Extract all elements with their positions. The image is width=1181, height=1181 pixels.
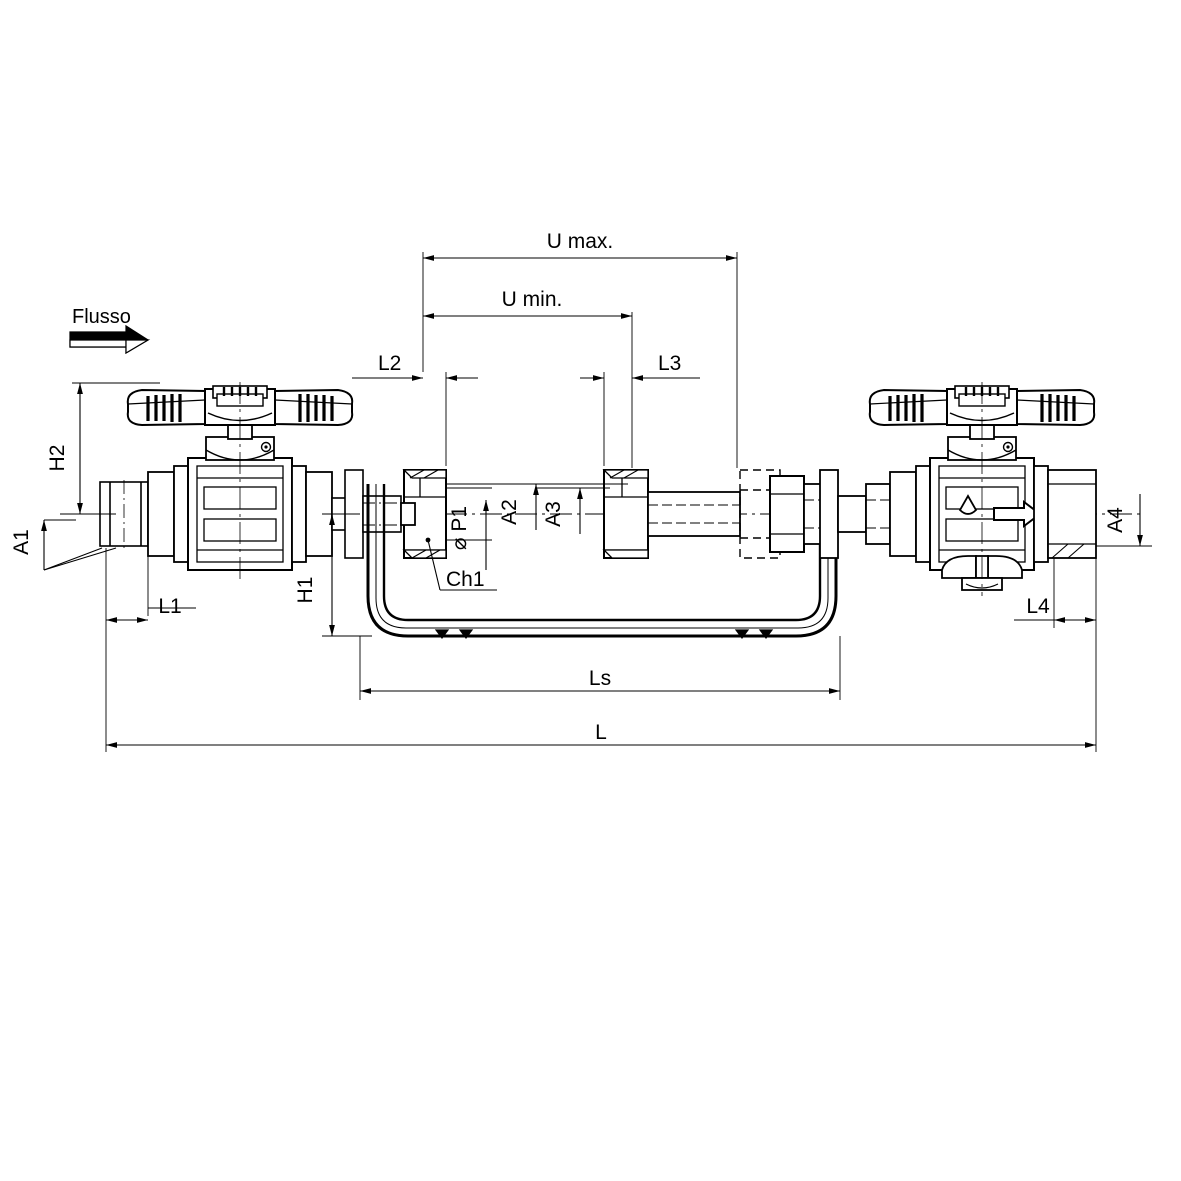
dimension-u-max-label: U max. [547, 230, 614, 253]
dimension-l1-label: L1 [158, 595, 181, 618]
flow-label: Flusso [72, 306, 131, 328]
dimension-l3-label: L3 [658, 352, 681, 375]
dimension-a1-label: A1 [10, 529, 33, 555]
dimension-l2: L2 [352, 352, 478, 466]
dimension-u-max: U max. [422, 230, 738, 468]
dimension-l: L [105, 628, 1097, 752]
dimension-a4: A4 [1096, 494, 1152, 547]
dimension-h2-label: H2 [46, 445, 69, 472]
dimension-u-min-label: U min. [502, 288, 563, 311]
center-pipe [602, 469, 891, 559]
dimension-a2-label: A2 [498, 499, 521, 525]
droplet-icon [958, 494, 978, 515]
dimension-h1: H1 [294, 513, 372, 637]
right-valve [868, 382, 1097, 596]
dimension-ls-label: Ls [589, 667, 611, 690]
dimension-l3: L3 [580, 352, 700, 466]
union-nut-1 [400, 469, 447, 559]
dimension-ch1: Ch1 [425, 537, 497, 591]
left-valve-handle[interactable] [126, 385, 354, 427]
flow-arrow-icon [69, 324, 151, 355]
dimension-h1-label: H1 [294, 577, 317, 604]
dimension-a3: A3 [536, 487, 610, 534]
dimension-a1: A1 [10, 519, 117, 571]
dimension-ch1-label: Ch1 [446, 568, 485, 591]
flow-annotation: Flusso [69, 306, 151, 355]
bypass-pipe [366, 484, 838, 639]
dimension-p1: ⌀ P1 [446, 487, 492, 570]
valve-flow-arrow-icon [993, 500, 1042, 528]
dimension-h2: H2 [46, 382, 160, 515]
dimension-l2-label: L2 [378, 352, 401, 375]
dimension-l4-label: L4 [1026, 595, 1050, 618]
dimension-l-label: L [595, 721, 607, 744]
dimension-p1-label: ⌀ P1 [448, 506, 471, 550]
dimension-a3-label: A3 [542, 501, 565, 527]
dimension-u-min: U min. [423, 288, 633, 468]
dimension-ls: Ls [359, 636, 841, 700]
dimension-l4: L4 [1014, 558, 1097, 628]
dimension-a4-label: A4 [1104, 507, 1127, 533]
dimension-l1: L1 [105, 548, 196, 628]
dimension-a2: A2 [446, 483, 628, 530]
